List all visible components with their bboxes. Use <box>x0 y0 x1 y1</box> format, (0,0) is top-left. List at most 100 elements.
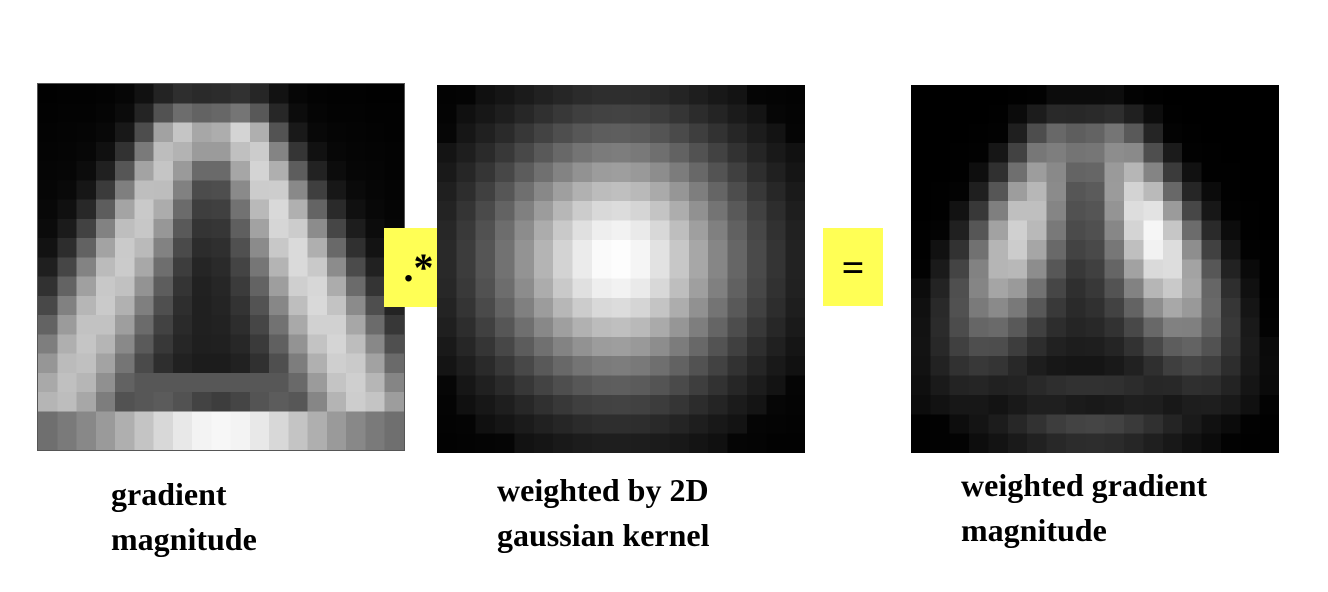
pixel-cell <box>572 143 593 163</box>
pixel-cell <box>95 372 116 393</box>
pixel-cell <box>384 334 404 355</box>
pixel-cell <box>495 375 515 396</box>
pixel-cell <box>456 123 477 144</box>
pixel-cell <box>766 143 787 163</box>
pixel-cell <box>365 141 386 162</box>
pixel-cell <box>1201 143 1222 163</box>
pixel-cell <box>650 298 670 318</box>
pixel-cell <box>611 336 632 357</box>
pixel-cell <box>115 84 135 104</box>
pixel-cell <box>456 394 477 415</box>
pixel-cell <box>988 433 1009 453</box>
pixel-cell <box>746 336 767 357</box>
pixel-cell <box>192 295 212 316</box>
pixel-cell <box>153 238 174 258</box>
pixel-cell <box>553 143 573 163</box>
pixel-cell <box>727 181 748 202</box>
pixel-cell <box>930 375 951 396</box>
pixel-cell <box>1085 336 1106 357</box>
pixel-cell <box>1007 162 1028 183</box>
pixel-cell <box>949 201 970 221</box>
pixel-cell <box>988 298 1009 318</box>
pixel-cell <box>76 161 97 181</box>
pixel-cell <box>1085 85 1106 105</box>
pixel-cell <box>746 259 767 280</box>
pixel-cell <box>437 220 457 241</box>
pixel-cell <box>766 239 787 260</box>
pixel-cell <box>1143 414 1164 435</box>
pixel-cell <box>134 315 154 335</box>
pixel-cell <box>630 414 651 435</box>
pixel-cell <box>611 85 632 105</box>
pixel-cell <box>1027 298 1047 318</box>
pixel-cell <box>326 295 347 316</box>
pixel-cell <box>495 298 515 318</box>
pixel-cell <box>95 161 116 181</box>
pixel-cell <box>307 199 328 220</box>
pixel-cell <box>384 315 404 335</box>
pixel-cell <box>365 180 386 200</box>
pixel-cell <box>38 430 58 450</box>
pixel-cell <box>95 238 116 258</box>
pixel-cell <box>437 336 457 357</box>
pixel-cell <box>475 201 496 221</box>
pixel-cell <box>456 239 477 260</box>
pixel-cell <box>611 143 632 163</box>
pixel-cell <box>95 276 116 297</box>
pixel-cell <box>1143 201 1164 221</box>
pixel-cell <box>727 336 748 357</box>
pixel-cell <box>1240 85 1261 105</box>
pixel-cell <box>949 181 970 202</box>
pixel-cell <box>1085 298 1106 318</box>
pixel-cell <box>57 84 77 104</box>
pixel-cell <box>949 414 970 435</box>
pixel-cell <box>1124 220 1144 241</box>
pixel-cell <box>1220 143 1241 163</box>
pixel-cell <box>533 375 554 396</box>
pixel-cell <box>746 433 767 453</box>
pixel-cell <box>727 85 748 105</box>
pixel-cell <box>533 356 554 376</box>
pixel-cell <box>95 257 116 278</box>
pixel-cell <box>1240 259 1261 280</box>
pixel-cell <box>153 295 174 316</box>
pixel-cell <box>766 433 787 453</box>
pixel-cell <box>38 372 58 393</box>
pixel-cell <box>495 104 515 125</box>
pixel-cell <box>57 353 77 374</box>
pixel-cell <box>746 278 767 299</box>
pixel-cell <box>1182 85 1202 105</box>
pixel-cell <box>365 276 386 297</box>
pixel-cell <box>669 201 690 221</box>
pixel-cell <box>230 315 251 335</box>
pixel-cell <box>211 295 232 316</box>
pixel-cell <box>230 141 251 162</box>
pixel-cell <box>1143 298 1164 318</box>
pixel-cell <box>611 181 632 202</box>
pixel-cell <box>249 372 270 393</box>
pixel-cell <box>230 84 251 104</box>
pixel-cell <box>326 84 347 104</box>
pixel-cell <box>514 104 535 125</box>
pixel-cell <box>172 141 193 162</box>
pixel-cell <box>1046 201 1067 221</box>
pixel-cell <box>269 276 289 297</box>
pixel-cell <box>1143 181 1164 202</box>
pixel-cell <box>1259 201 1279 221</box>
pixel-cell <box>630 162 651 183</box>
pixel-cell <box>1240 278 1261 299</box>
pixel-cell <box>288 430 309 450</box>
pixel-cell <box>307 84 328 104</box>
pixel-cell <box>1065 123 1086 144</box>
pixel-cell <box>727 123 748 144</box>
pixel-cell <box>533 220 554 241</box>
pixel-cell <box>949 143 970 163</box>
pixel-cell <box>611 394 632 415</box>
pixel-cell <box>930 336 951 357</box>
pixel-cell <box>230 353 251 374</box>
pixel-cell <box>38 218 58 239</box>
pixel-cell <box>1104 317 1125 338</box>
pixel-cell <box>288 392 309 412</box>
pixel-cell <box>1259 336 1279 357</box>
pixel-cell <box>288 180 309 200</box>
